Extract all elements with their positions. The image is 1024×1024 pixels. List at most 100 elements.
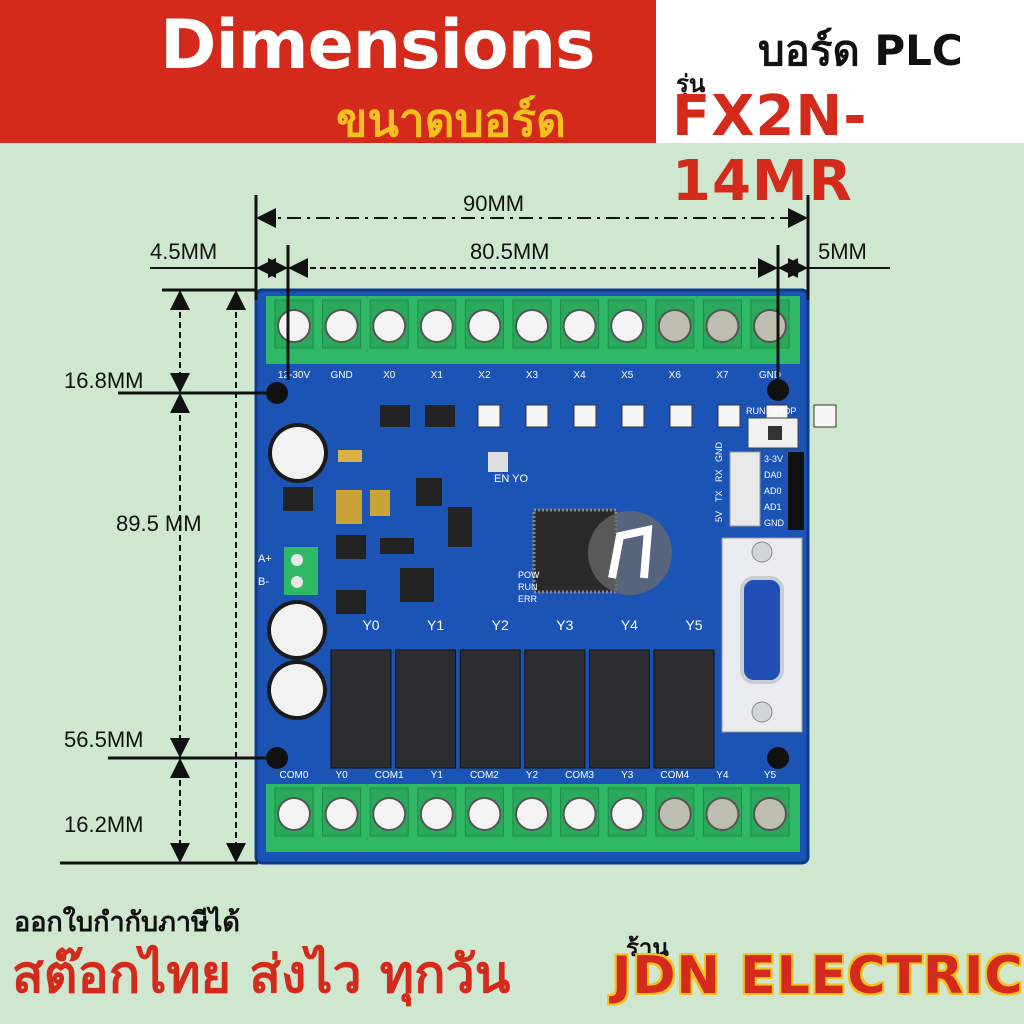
dim-left-offset: 4.5MM — [150, 239, 218, 264]
terminal-label: X0 — [383, 370, 396, 381]
led-run-label: RUN — [518, 582, 538, 592]
analog-pin-label: DA0 — [764, 470, 782, 480]
terminal-screw — [560, 299, 600, 349]
status-led-labels: POW RUN ERR — [518, 570, 540, 604]
analog-header — [788, 452, 804, 530]
terminal-label: GND — [759, 370, 781, 381]
dim-total-width: 90MM — [463, 191, 525, 216]
terminal-screw — [512, 787, 552, 837]
optocoupler — [813, 404, 837, 428]
analog-pin-label: AD0 — [764, 486, 782, 496]
relay-label: Y3 — [556, 617, 573, 633]
optocoupler — [717, 404, 741, 428]
power-label-minus: B- — [258, 576, 269, 588]
model-name: FX2N-14MR — [672, 84, 868, 214]
board-type-label: บอร์ด PLC — [758, 26, 963, 75]
terminal-label: COM1 — [375, 770, 404, 781]
terminal-label: X4 — [573, 370, 586, 381]
shop-name: JDN ELECTRIC — [612, 946, 1024, 1006]
dim-bottom-hole: 16.2MM — [64, 812, 144, 837]
terminal-label: Y2 — [526, 770, 539, 781]
brand-logo: EN YO — [488, 452, 528, 485]
terminal-label: COM2 — [470, 770, 499, 781]
terminal-screw — [750, 299, 790, 349]
ic-chip — [336, 590, 366, 614]
page-title: Dimensions — [160, 6, 596, 85]
terminal-label: Y0 — [335, 770, 348, 781]
uart-pin-label: RX — [714, 469, 724, 482]
model-panel — [656, 0, 1024, 143]
ic-chip — [336, 535, 366, 559]
uart-pin-label: 5V — [714, 511, 724, 522]
optocoupler — [621, 404, 645, 428]
terminal-screw — [417, 299, 457, 349]
terminal-label: Y5 — [764, 770, 777, 781]
model-prefix: รุ่น — [676, 70, 706, 98]
terminal-label: X1 — [431, 370, 444, 381]
relay-labels: Y0 Y1 Y2 Y3 Y4 Y5 — [362, 617, 702, 633]
capacitor — [267, 660, 327, 720]
terminal-label: COM4 — [660, 770, 689, 781]
dimension-lines — [60, 195, 890, 865]
relay-label: Y5 — [685, 617, 702, 633]
uart-pin-label: GND — [714, 442, 724, 463]
terminal-label: COM0 — [280, 770, 309, 781]
run-stop-switch[interactable] — [747, 417, 799, 449]
terminal-screw — [607, 299, 647, 349]
capacitor — [268, 423, 328, 483]
terminal-screw — [274, 787, 314, 837]
switch-run-label: RUN — [746, 406, 766, 416]
ic-chip — [380, 538, 414, 554]
terminal-screw — [702, 299, 742, 349]
ic-chip — [448, 507, 472, 547]
relay-label: Y1 — [427, 617, 444, 633]
terminal-label: Y3 — [621, 770, 634, 781]
terminal-screw — [274, 299, 314, 349]
shipping-tagline: สต๊อกไทย ส่งไว ทุกวัน — [12, 945, 511, 1005]
relay — [330, 649, 392, 769]
dim-lower-hole: 56.5MM — [64, 727, 144, 752]
terminal-screw — [369, 787, 409, 837]
relay — [524, 649, 586, 769]
terminal-screw — [512, 299, 552, 349]
header-banner — [0, 0, 656, 143]
terminal-label: 12-30V — [278, 370, 311, 381]
svg-text:EN YO: EN YO — [494, 473, 528, 485]
optocoupler — [669, 404, 693, 428]
optocoupler — [477, 404, 501, 428]
optocoupler — [573, 404, 597, 428]
led-err-label: ERR — [518, 594, 538, 604]
db9-serial-port[interactable] — [721, 537, 803, 733]
relay-label: Y0 — [362, 617, 379, 633]
terminal-screw — [322, 787, 362, 837]
overlay-logo-icon — [588, 511, 672, 595]
terminal-label: X7 — [716, 370, 729, 381]
dim-top-hole: 16.8MM — [64, 368, 144, 393]
dim-right-offset: 5MM — [818, 239, 867, 264]
terminal-screw — [560, 787, 600, 837]
power-label-plus: A+ — [258, 553, 272, 565]
analog-pin-label: 3-3V — [764, 454, 783, 464]
terminal-screw — [655, 787, 695, 837]
terminal-screw — [464, 299, 504, 349]
page-subtitle: ขนาดบอร์ด — [336, 93, 566, 147]
terminal-label: Y4 — [716, 770, 729, 781]
regulator — [336, 490, 362, 524]
switch-stop-label: STOP — [772, 406, 796, 416]
optocoupler-row — [380, 405, 410, 427]
terminal-label: Y1 — [431, 770, 444, 781]
terminal-label: X2 — [478, 370, 491, 381]
relay-label: Y2 — [492, 617, 509, 633]
ic-chip — [283, 487, 313, 511]
relay — [653, 649, 715, 769]
optocoupler-row — [425, 405, 455, 427]
terminal-label: GND — [330, 370, 352, 381]
uart-connector — [729, 451, 761, 527]
relay — [588, 649, 650, 769]
relay-label: Y4 — [621, 617, 638, 633]
analog-pin-label: AD1 — [764, 502, 782, 512]
terminal-screw — [322, 299, 362, 349]
